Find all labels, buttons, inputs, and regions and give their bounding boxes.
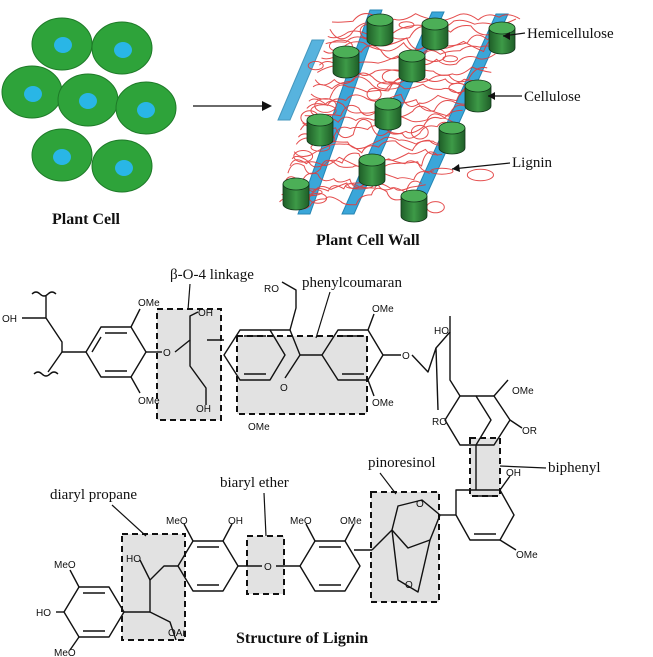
hemicellulose-cylinder xyxy=(464,79,492,113)
group-o: O xyxy=(405,580,413,591)
group-o: O xyxy=(163,348,171,359)
lignin-label: Lignin xyxy=(512,155,552,171)
diaryl-propane-box xyxy=(121,533,186,641)
pinoresinol-leader xyxy=(379,472,397,495)
hemicellulose-cylinder xyxy=(374,97,402,131)
lignin-strand xyxy=(331,13,521,23)
plant-cell-label: Plant Cell xyxy=(52,211,121,228)
group-ho: HO xyxy=(36,608,51,619)
biphenyl-label: biphenyl xyxy=(548,460,601,476)
group-meo: MeO xyxy=(54,648,76,657)
lignin-loop xyxy=(366,87,382,101)
biphenyl-leader xyxy=(499,465,547,469)
biaryl-ether-label: biaryl ether xyxy=(220,475,289,491)
lignin-strand xyxy=(293,139,447,157)
group-ome: OMe xyxy=(340,516,362,527)
plant-cell xyxy=(31,128,93,182)
group-oar: OAr xyxy=(168,628,186,639)
group-ome: OMe xyxy=(248,422,270,433)
lignin-loop xyxy=(314,98,337,113)
lignin-loop xyxy=(426,201,445,214)
group-ome: OMe xyxy=(512,386,534,397)
group-ro: RO xyxy=(432,417,447,428)
hemicellulose-label: Hemicellulose xyxy=(527,26,614,42)
lignin-strand xyxy=(285,170,431,188)
lignin-strand xyxy=(327,25,512,40)
lignin-strand xyxy=(325,34,508,51)
plant-cell xyxy=(31,17,93,71)
plant-cell xyxy=(1,65,63,119)
lignin-loop xyxy=(466,168,494,182)
group-ome: OMe xyxy=(516,550,538,561)
hemicellulose-arrowhead xyxy=(503,32,510,40)
structure-title: Structure of Lignin xyxy=(236,630,368,647)
biphenyl-box xyxy=(469,437,501,497)
transition-arrow xyxy=(193,101,272,111)
chemical-labels: OH OMe OMe O OH OH OMe O RO OMe OMe O HO… xyxy=(2,284,538,657)
plant-cell xyxy=(91,139,153,193)
lignin-arrowhead xyxy=(452,164,460,172)
group-meo: MeO xyxy=(166,516,188,527)
group-o: O xyxy=(416,499,424,510)
lignin-loop xyxy=(410,124,429,140)
hemicellulose-cylinder xyxy=(306,113,334,147)
lignin-loop xyxy=(307,60,324,71)
beta-o-4-label: β-O-4 linkage xyxy=(170,267,254,283)
cell-wall-illustration xyxy=(277,9,521,223)
hemicellulose-cylinder xyxy=(366,13,394,47)
group-oh: OH xyxy=(198,308,213,319)
cellulose-arrowhead xyxy=(488,92,495,100)
group-ho: HO xyxy=(434,326,449,337)
group-or: OR xyxy=(522,426,537,437)
biaryl-ether-leader xyxy=(263,492,267,537)
plant-cell xyxy=(115,81,177,135)
group-o: O xyxy=(402,351,410,362)
group-ome: OMe xyxy=(372,398,394,409)
diaryl-propane-label: diaryl propane xyxy=(50,487,137,503)
lignin-loop xyxy=(442,55,459,63)
hemicellulose-cylinder xyxy=(398,49,426,83)
pinoresinol-label: pinoresinol xyxy=(368,455,436,471)
cellulose-label: Cellulose xyxy=(524,89,581,105)
lignin-bonds xyxy=(22,281,523,651)
phenylcoumaran-label: phenylcoumaran xyxy=(302,275,402,291)
group-oh: OH xyxy=(228,516,243,527)
group-oh: OH xyxy=(2,314,17,325)
phenylcoumaran-box xyxy=(236,335,368,415)
group-o: O xyxy=(264,562,272,573)
hemicellulose-cylinder xyxy=(488,21,516,55)
plant-cell-wall-label: Plant Cell Wall xyxy=(316,232,420,249)
group-oh: OH xyxy=(506,468,521,479)
group-meo: MeO xyxy=(54,560,76,571)
plant-cell xyxy=(91,21,153,75)
group-ome: OMe xyxy=(138,396,160,407)
beta-o-4-box xyxy=(156,308,222,421)
hemicellulose-cylinder xyxy=(332,45,360,79)
group-ho: HO xyxy=(126,554,141,565)
group-oh: OH xyxy=(196,404,211,415)
beta-o-4-leader xyxy=(187,283,191,311)
biaryl-ether-box xyxy=(246,535,285,595)
lignin-strand xyxy=(310,83,480,100)
hemicellulose-cylinder xyxy=(400,189,428,223)
hemicellulose-cylinder xyxy=(421,17,449,51)
hemicellulose-cylinder xyxy=(358,153,386,187)
group-ome: OMe xyxy=(138,298,160,309)
group-ome: OMe xyxy=(372,304,394,315)
diaryl-propane-leader xyxy=(111,504,147,537)
hemicellulose-cylinder xyxy=(282,177,310,211)
hemicellulose-cylinders xyxy=(282,13,516,223)
group-ro: RO xyxy=(264,284,279,295)
group-o: O xyxy=(280,383,288,394)
plant-cell-cluster xyxy=(1,17,177,193)
phenylcoumaran-leader xyxy=(315,291,331,339)
hemicellulose-cylinder xyxy=(438,121,466,155)
lignin-loop xyxy=(398,21,415,29)
lignin-pointer xyxy=(451,162,511,170)
plant-cell xyxy=(57,73,119,127)
group-meo: MeO xyxy=(290,516,312,527)
